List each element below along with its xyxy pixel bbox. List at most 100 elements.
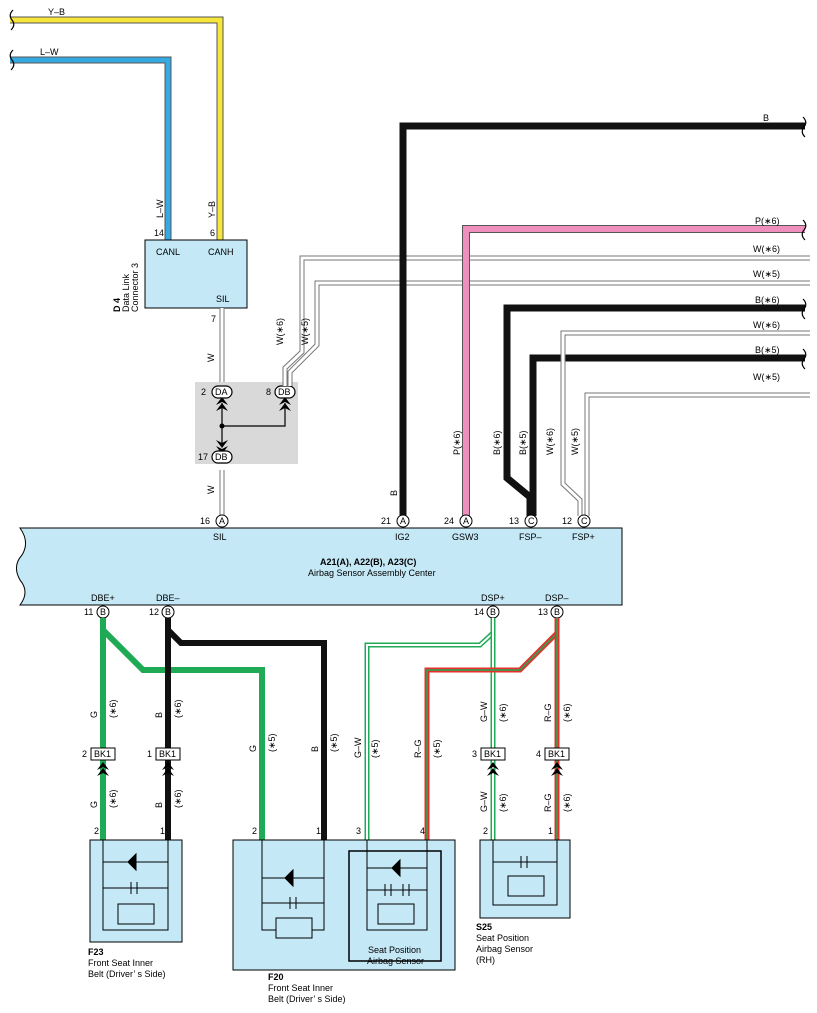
f20-name-1: Front Seat Inner (268, 983, 333, 993)
s25-wire-rg-upper: R–G (543, 703, 553, 722)
svg-text:4: 4 (536, 749, 541, 759)
bk1-connector-4: BK1 4 (536, 747, 570, 776)
svg-text:SIL: SIL (213, 532, 227, 542)
svg-text:B: B (100, 607, 106, 617)
s25-wire-gw-lower: G–W (479, 791, 489, 812)
vert-label-b6: B(∗6) (492, 430, 502, 455)
junction-da-pin (211, 385, 233, 399)
svg-text:21: 21 (381, 516, 391, 526)
right-label-w5b: W(∗5) (753, 372, 780, 382)
svg-text:BK1: BK1 (484, 749, 501, 759)
sil-wire-label-w: W (206, 353, 216, 362)
right-label-w5a: W(∗5) (753, 269, 780, 279)
vert-label-p6: P(∗6) (452, 430, 462, 455)
svg-text:BK1: BK1 (94, 749, 111, 759)
f23-pin-2: 2 (94, 826, 99, 836)
assembly-pin-ig2: A 21 IG2 (381, 514, 410, 542)
bk1-connector-1: BK1 1 (147, 747, 181, 776)
wire-b-dbe-minus (165, 618, 327, 840)
right-label-b6: B(∗6) (755, 295, 780, 305)
svg-text:DBE–: DBE– (156, 593, 180, 603)
d4-canl: CANL (156, 247, 180, 257)
svg-text:FSP–: FSP– (519, 532, 542, 542)
svg-text:C: C (581, 516, 588, 526)
junction-db2-num: 17 (198, 452, 208, 462)
s25-wire-gw-s6-lower: (∗6) (498, 793, 508, 812)
wire-rg-dsp-minus (424, 618, 560, 840)
f20-pin-2: 2 (252, 826, 257, 836)
right-label-b: B (763, 113, 769, 123)
svg-text:12: 12 (149, 607, 159, 617)
wire-lw-top (10, 56, 172, 240)
wire-b5-fsp (529, 354, 805, 516)
s25-name-3: (RH) (476, 955, 495, 965)
f20-pin-3: 3 (356, 826, 361, 836)
f20-seat-position-sensor-box (348, 850, 442, 962)
d4-pin-7: 7 (211, 314, 216, 324)
wire-label-yb: Y–B (48, 7, 65, 17)
f23-wire-s6b-upper: (∗6) (173, 699, 183, 718)
sil-wire-label-w-lower: W (206, 485, 216, 494)
right-label-w6b: W(∗6) (753, 320, 780, 330)
wire-gw-dsp-plus (364, 618, 496, 840)
f23-wire-s6-upper: (∗6) (108, 699, 118, 718)
d4-pin-6: 6 (210, 228, 215, 238)
wire-yb-top (10, 16, 224, 240)
wire-b-ig2 (399, 122, 805, 516)
right-label-w6a: W(∗6) (753, 244, 780, 254)
assembly-pin-gsw3: A 24 GSW3 (444, 514, 479, 542)
junction-db-label: DB (278, 387, 291, 397)
wire-label-lw: L–W (40, 47, 59, 57)
s25-wire-rg-s6-lower: (∗6) (562, 793, 572, 812)
s25-pin-1: 1 (548, 826, 553, 836)
f23-wire-s6b-lower: (∗6) (173, 789, 183, 808)
assembly-pin-sil: A 16 SIL (200, 514, 229, 542)
d4-name-1: Data Link (121, 273, 131, 312)
vert-label-b: B (389, 490, 399, 496)
svg-text:11: 11 (84, 607, 93, 617)
d4-wire-yb: Y–B (207, 201, 217, 218)
wire-p-gsw3 (462, 225, 805, 516)
junction-da-num: 2 (201, 387, 206, 397)
svg-text:16: 16 (200, 516, 210, 526)
svg-text:IG2: IG2 (395, 532, 410, 542)
vert-label-b5: B(∗5) (518, 430, 528, 455)
junction-db2-pin (211, 450, 233, 464)
db-wire-label-w5: W(∗5) (300, 318, 310, 345)
svg-text:13: 13 (538, 607, 548, 617)
d4-canh: CANH (208, 247, 234, 257)
d4-wire-lw: L–W (155, 199, 165, 218)
f23-belt-sensor-icon (102, 840, 169, 931)
f23-wire-b-lower: B (154, 802, 164, 808)
svg-text:13: 13 (509, 516, 519, 526)
f23-wire-g-lower: G (89, 801, 99, 808)
svg-text:1: 1 (147, 749, 152, 759)
d4-name-2: Connector 3 (130, 263, 140, 312)
svg-text:A: A (400, 516, 406, 526)
f23-name-1: Front Seat Inner (88, 958, 153, 968)
svg-text:FSP+: FSP+ (572, 532, 595, 542)
svg-text:DSP–: DSP– (545, 593, 569, 603)
svg-text:12: 12 (562, 516, 572, 526)
assembly-pin-fsp-minus: C 13 FSP– (509, 514, 542, 542)
svg-text:B: B (165, 607, 171, 617)
d4-pin-14: 14 (154, 228, 164, 238)
s25-wire-rg-s6-upper: (∗6) (562, 703, 572, 722)
junction-arrows (216, 397, 291, 454)
svg-text:DBE+: DBE+ (91, 593, 115, 603)
vert-label-w5: W(∗5) (570, 428, 580, 455)
s25-pin-2: 2 (483, 826, 488, 836)
f20-belt-sensor-icon (261, 840, 325, 939)
svg-text:A: A (219, 516, 225, 526)
s25-name-2: Airbag Sensor (476, 944, 533, 954)
svg-text:BK1: BK1 (159, 749, 176, 759)
f20-inner-label-2: Airbag Sensor (367, 956, 424, 966)
bk1-connector-3: BK1 3 (472, 747, 506, 776)
f23-pin-1: 1 (160, 826, 165, 836)
f23-id: F23 (88, 947, 104, 957)
bk1-connector-2: BK1 2 (82, 747, 116, 776)
s25-wire-gw-s6-upper: (∗6) (498, 703, 508, 722)
vert-label-w6: W(∗6) (545, 428, 555, 455)
f23-name-2: Belt (Driver’ s Side) (88, 969, 166, 979)
